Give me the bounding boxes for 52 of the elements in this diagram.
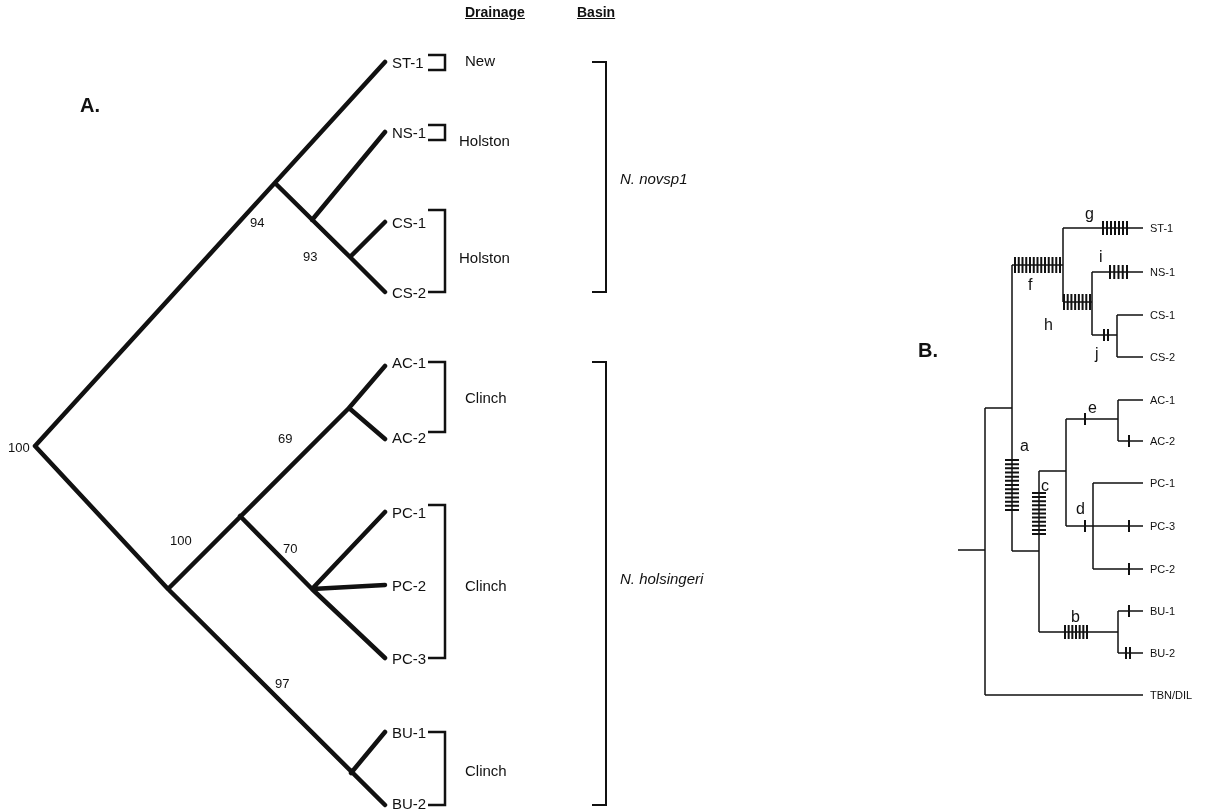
taxon-label: NS-1 — [392, 124, 427, 140]
bootstrap-value: 70 — [283, 541, 298, 555]
taxon-label: BU-2 — [1150, 647, 1176, 659]
taxon-label: AC-2 — [392, 429, 427, 445]
taxon-label: CS-2 — [392, 284, 427, 300]
drainage-label: Clinch — [465, 577, 507, 593]
drainage-label: New — [465, 52, 495, 68]
bootstrap-value: 100 — [8, 440, 30, 454]
drainage-label: Clinch — [465, 389, 507, 405]
taxon-label: PC-1 — [392, 504, 427, 520]
bootstrap-value: 100 — [170, 533, 192, 547]
bootstrap-value: 94 — [250, 215, 265, 229]
branch-label: b — [1071, 609, 1080, 625]
branch-label: g — [1085, 206, 1094, 222]
drainage-label: Holston — [459, 132, 510, 148]
taxon-label: AC-1 — [392, 354, 427, 370]
species-label: N. novsp1 — [620, 170, 688, 186]
branch-label: c — [1041, 478, 1049, 494]
branch-label: i — [1099, 249, 1103, 265]
taxon-label: PC-3 — [392, 650, 427, 666]
taxon-label: CS-1 — [1150, 309, 1176, 321]
taxon-label: CS-1 — [392, 214, 427, 230]
bootstrap-value: 69 — [278, 431, 293, 445]
branch-label: j — [1095, 346, 1099, 362]
branch-label: f — [1028, 277, 1033, 293]
taxon-label: PC-2 — [392, 577, 427, 593]
taxon-label: PC-3 — [1150, 520, 1176, 532]
branch-label: e — [1088, 400, 1097, 416]
column-header: Basin — [577, 5, 616, 19]
bootstrap-value: 97 — [275, 676, 290, 690]
taxon-label: AC-2 — [1150, 435, 1176, 447]
panel-label: A. — [80, 95, 100, 115]
panel-label: B. — [918, 340, 938, 360]
drainage-label: Holston — [459, 249, 510, 265]
taxon-label: NS-1 — [1150, 266, 1176, 278]
species-label: N. holsingeri — [620, 570, 704, 586]
branch-label: h — [1044, 317, 1053, 333]
bootstrap-value: 93 — [303, 249, 318, 263]
taxon-label: TBN/DIL — [1150, 689, 1193, 701]
taxon-label: AC-1 — [1150, 394, 1176, 406]
taxon-label: ST-1 — [392, 54, 424, 70]
branch-label: a — [1020, 438, 1029, 454]
taxon-label: ST-1 — [1150, 222, 1174, 234]
taxon-label: BU-1 — [392, 724, 427, 740]
branch-label: d — [1076, 501, 1085, 517]
taxon-label: PC-2 — [1150, 563, 1176, 575]
column-header: Drainage — [465, 5, 525, 19]
taxon-label: BU-2 — [392, 795, 427, 811]
drainage-label: Clinch — [465, 762, 507, 778]
taxon-label: CS-2 — [1150, 351, 1176, 363]
taxon-label: BU-1 — [1150, 605, 1176, 617]
taxon-label: PC-1 — [1150, 477, 1176, 489]
